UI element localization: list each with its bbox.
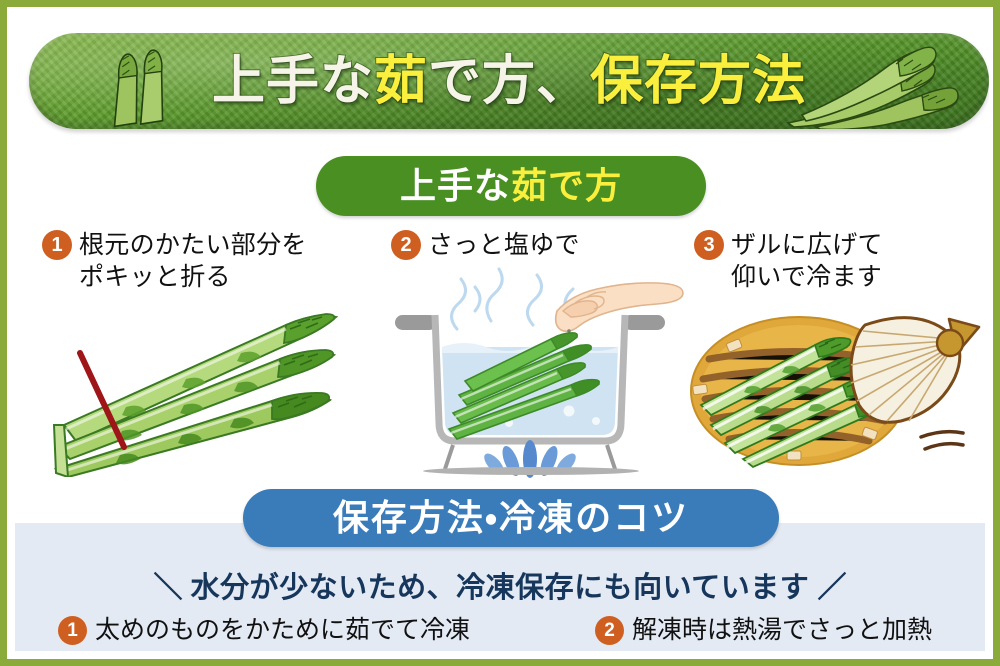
step-3-line-1: ザルに広げて xyxy=(731,231,883,259)
lead-slash-left-icon: ／ xyxy=(153,572,183,604)
storage-lead-body: 水分が少ないため、冷凍保存にも向いています xyxy=(190,572,810,604)
lead-slash-right-icon: ＼ xyxy=(817,572,847,604)
pot-handle-right xyxy=(623,315,665,330)
stove-leg-left xyxy=(443,444,455,470)
step-3-badge: 3 xyxy=(694,230,724,260)
step-3-illustration-strainer-and-fan xyxy=(690,316,981,469)
storage-tip-1-badge: 1 xyxy=(58,616,87,645)
boil-section-header-text: 上手な茹で方 xyxy=(400,168,622,204)
step-1-line-1: 根元のかたい部分を xyxy=(79,231,307,259)
storage-section-header: 保存方法・冷凍のコツ xyxy=(243,489,779,547)
fan-icon xyxy=(849,316,981,424)
step-1-line-2: ポキッと折る xyxy=(79,262,231,291)
banner-title: 上手な茹で方、保存方法 xyxy=(29,51,989,111)
step-2-text: さっと塩ゆで xyxy=(428,230,580,262)
asparagus-in-pot xyxy=(447,332,601,440)
boil-header-part-2: 茹で方 xyxy=(511,165,623,206)
stove-leg-right xyxy=(605,444,617,470)
storage-section-header-text: 保存方法・冷凍のコツ xyxy=(332,497,690,538)
storage-tip-1-text: 太めのものをかために茹でて冷凍 xyxy=(95,616,471,644)
boil-section-header: 上手な茹で方 xyxy=(316,156,706,216)
banner-title-part-3: で方、 xyxy=(427,51,590,111)
title-banner: 上手な茹で方、保存方法 xyxy=(29,33,989,129)
boil-header-part-1: 上手な xyxy=(399,165,511,206)
storage-tip-2: 2 解凍時は熱湯でさっと加熱 xyxy=(595,616,932,645)
step-1-badge: 1 xyxy=(42,230,72,260)
storage-tip-1: 1 太めのものをかために茹でて冷凍 xyxy=(58,616,470,645)
step-1-illustration-asparagus-cut xyxy=(52,313,339,477)
banner-title-part-2: 茹 xyxy=(373,51,428,111)
pot-handle-left xyxy=(395,315,437,330)
step-3-text: ザルに広げて仰いで冷ます xyxy=(731,230,883,293)
stove-top xyxy=(423,467,639,475)
step-1-text: 根元のかたい部分をポキッと折る xyxy=(79,230,307,293)
motion-lines-icon xyxy=(919,429,965,451)
cut-line xyxy=(77,350,127,450)
bamboo-strainer-icon xyxy=(690,316,908,469)
storage-tip-2-text: 解凍時は熱湯でさっと加熱 xyxy=(632,616,933,644)
storage-lead-text: ／水分が少ないため、冷凍保存にも向いています＼ xyxy=(11,564,989,606)
banner-title-part-4: 保存方法 xyxy=(589,51,806,111)
storage-tip-2-badge: 2 xyxy=(595,616,624,645)
step-2-badge: 2 xyxy=(391,230,421,260)
banner-asparagus-left-icon xyxy=(113,49,164,128)
banner-title-part-1: 上手な xyxy=(211,51,374,111)
steam-icon xyxy=(450,267,575,331)
step-2-illustration-boiling-pot xyxy=(395,267,684,478)
banner-asparagus-right-icon xyxy=(785,46,959,129)
hand-icon xyxy=(554,282,684,333)
step-2-line-1: さっと塩ゆで xyxy=(428,231,580,259)
step-3-line-2: 仰いで冷ます xyxy=(731,262,883,291)
